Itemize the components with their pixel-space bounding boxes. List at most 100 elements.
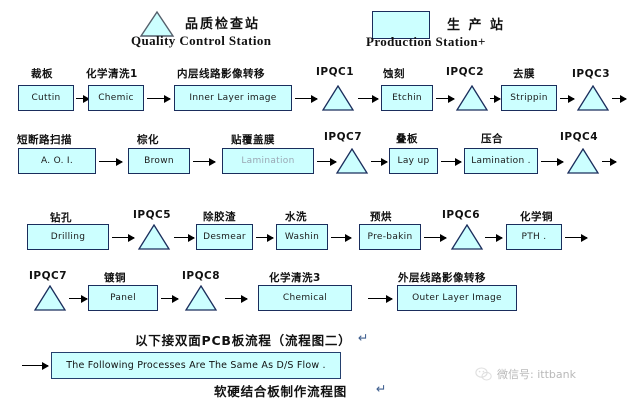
- row-2-node-4-process-box[interactable]: Lay up: [389, 148, 438, 174]
- row-2-node-5-caption: 压合: [481, 133, 503, 145]
- row-1-node-0-process-box[interactable]: Cuttin: [18, 85, 74, 111]
- row-1-node-6-label: Strippin: [510, 93, 548, 103]
- row-4-node-3-label: Chemical: [282, 293, 328, 303]
- row-2-node-1-label: Brown: [144, 156, 174, 166]
- row-2-node-2-caption: 贴覆盖膜: [231, 134, 275, 146]
- row-4-arrow-2: [225, 294, 248, 303]
- row-1-arrow-0: [76, 94, 90, 103]
- row-1-node-2-process-box[interactable]: Inner Layer image: [174, 85, 292, 111]
- row-1-node-2-label: Inner Layer image: [189, 93, 277, 103]
- watermark: 微信号: ittbank: [475, 366, 576, 382]
- row-2-node-5-label: Lamination .: [471, 156, 531, 166]
- row-3-arrow-4: [424, 233, 447, 242]
- row-2-node-1-process-box[interactable]: Brown: [128, 148, 190, 174]
- row-2-arrow-6: [602, 157, 617, 166]
- footer-title-cn: 软硬结合板制作流程图: [214, 384, 348, 399]
- row-1-arrow-5: [490, 94, 501, 103]
- row-1-node-6-caption: 去膜: [513, 68, 535, 80]
- row-2-node-3-caption: IPQC7: [324, 131, 363, 143]
- footer-summary-label: The Following Processes Are The Same As …: [66, 360, 326, 371]
- row-1-node-7-qc-triangle[interactable]: [576, 85, 610, 111]
- row-4-node-3-caption: 化学清洗3: [269, 272, 321, 284]
- footer-summary-box[interactable]: The Following Processes Are The Same As …: [51, 352, 341, 379]
- row-1-arrow-6: [560, 94, 575, 103]
- row-4-node-0-qc-triangle[interactable]: [33, 285, 67, 311]
- row-1-node-4-label: Etchin: [392, 93, 422, 103]
- row-2-node-4-label: Lay up: [397, 156, 430, 166]
- row-1-node-1-process-box[interactable]: Chemic: [88, 85, 144, 111]
- row-4-node-3-process-box[interactable]: Chemical: [258, 285, 352, 311]
- row-3-arrow-3: [331, 233, 352, 242]
- legend-quality-label-en: Quality Control Station: [131, 33, 272, 48]
- row-1-arrow-3: [358, 94, 379, 103]
- row-4-node-1-process-box[interactable]: Panel: [88, 285, 158, 311]
- row-4-node-1-label: Panel: [110, 293, 136, 303]
- row-4-node-2-caption: IPQC8: [182, 270, 221, 282]
- row-3-node-3-label: Washin: [284, 232, 320, 242]
- row-4-node-4-process-box[interactable]: Outer Layer Image: [397, 285, 517, 311]
- row-2-node-0-caption: 短断路扫描: [17, 134, 72, 146]
- row-1-node-5-qc-triangle[interactable]: [455, 85, 489, 111]
- row-3-node-0-caption: 钻孔: [50, 212, 72, 224]
- row-3-node-5-qc-triangle[interactable]: [450, 224, 484, 250]
- row-3-node-0-label: Drilling: [50, 232, 86, 242]
- row-4-node-4-caption: 外层线路影像转移: [398, 272, 486, 284]
- row-3-arrow-6: [565, 233, 588, 242]
- row-2-node-0-process-box[interactable]: A. O. I.: [18, 148, 96, 174]
- row-2-arrow-4: [441, 157, 462, 166]
- legend-production-label-en: Production Station+: [366, 34, 486, 49]
- row-2-node-1-caption: 棕化: [137, 134, 159, 146]
- row-3-arrow-2: [256, 233, 274, 242]
- row-1-node-6-process-box[interactable]: Strippin: [501, 85, 557, 111]
- row-3-node-3-process-box[interactable]: Washin: [276, 224, 328, 250]
- row-2-arrow-5: [541, 157, 564, 166]
- row-2-node-3-qc-triangle[interactable]: [335, 148, 369, 174]
- row-3-node-1-caption: IPQC5: [133, 209, 172, 221]
- footer-arrow: [22, 361, 49, 370]
- row-1-node-4-process-box[interactable]: Etchin: [381, 85, 433, 111]
- row-3-arrow-5: [485, 233, 503, 242]
- row-1-node-7-caption: IPQC3: [572, 68, 611, 80]
- row-3-node-4-process-box[interactable]: Pre-bakin: [359, 224, 421, 250]
- row-3-node-2-process-box[interactable]: Desmear: [196, 224, 253, 250]
- row-1-node-3-caption: IPQC1: [316, 66, 355, 78]
- row-4-node-0-caption: IPQC7: [29, 270, 68, 282]
- row-3-node-6-process-box[interactable]: PTH .: [506, 224, 562, 250]
- row-2-arrow-2: [317, 157, 337, 166]
- row-1-arrow-4: [436, 94, 455, 103]
- row-1-node-3-qc-triangle[interactable]: [321, 85, 355, 111]
- row-3-node-4-label: Pre-bakin: [367, 232, 413, 242]
- row-1-node-5-caption: IPQC2: [446, 66, 485, 78]
- row-1-node-0-caption: 裁板: [31, 68, 53, 80]
- row-3-arrow-1: [174, 233, 195, 242]
- row-1-node-0-label: Cuttin: [31, 93, 61, 103]
- footer-note-mark: ↵: [358, 330, 370, 345]
- row-3-node-6-label: PTH .: [521, 232, 547, 242]
- row-4-node-1-caption: 镀铜: [104, 272, 126, 284]
- row-4-arrow-1: [161, 294, 179, 303]
- row-3-node-1-qc-triangle[interactable]: [137, 224, 171, 250]
- legend-production-rectangle-icon: [372, 11, 430, 39]
- row-2-node-5-process-box[interactable]: Lamination .: [464, 148, 538, 174]
- row-2-node-0-label: A. O. I.: [40, 156, 74, 166]
- row-2-arrow-3: [371, 157, 388, 166]
- row-3-node-6-caption: 化学铜: [520, 211, 553, 223]
- row-2-node-6-qc-triangle[interactable]: [566, 148, 600, 174]
- legend-quality-label-cn: 品质检查站: [185, 17, 261, 32]
- row-3-node-5-caption: IPQC6: [442, 209, 481, 221]
- row-2-arrow-1: [193, 157, 216, 166]
- footer-note-cn: 以下接双面PCB板流程（流程图二）: [135, 333, 352, 348]
- row-4-node-4-label: Outer Layer Image: [412, 293, 502, 303]
- row-4-node-2-qc-triangle[interactable]: [184, 285, 218, 311]
- row-2-node-2-process-box[interactable]: Lamination: [222, 148, 314, 174]
- row-3-node-0-process-box[interactable]: Drilling: [27, 224, 109, 250]
- row-1-node-1-caption: 化学清洗1: [86, 68, 138, 80]
- row-1-arrow-7: [612, 94, 627, 103]
- row-1-arrow-1: [147, 94, 171, 103]
- row-4-arrow-0: [69, 294, 88, 303]
- footer-title-mark: ↵: [376, 381, 388, 396]
- row-3-node-4-caption: 预烘: [370, 211, 392, 223]
- legend-quality-triangle-icon: [139, 10, 175, 37]
- row-3-node-2-caption: 除胶渣: [203, 211, 236, 223]
